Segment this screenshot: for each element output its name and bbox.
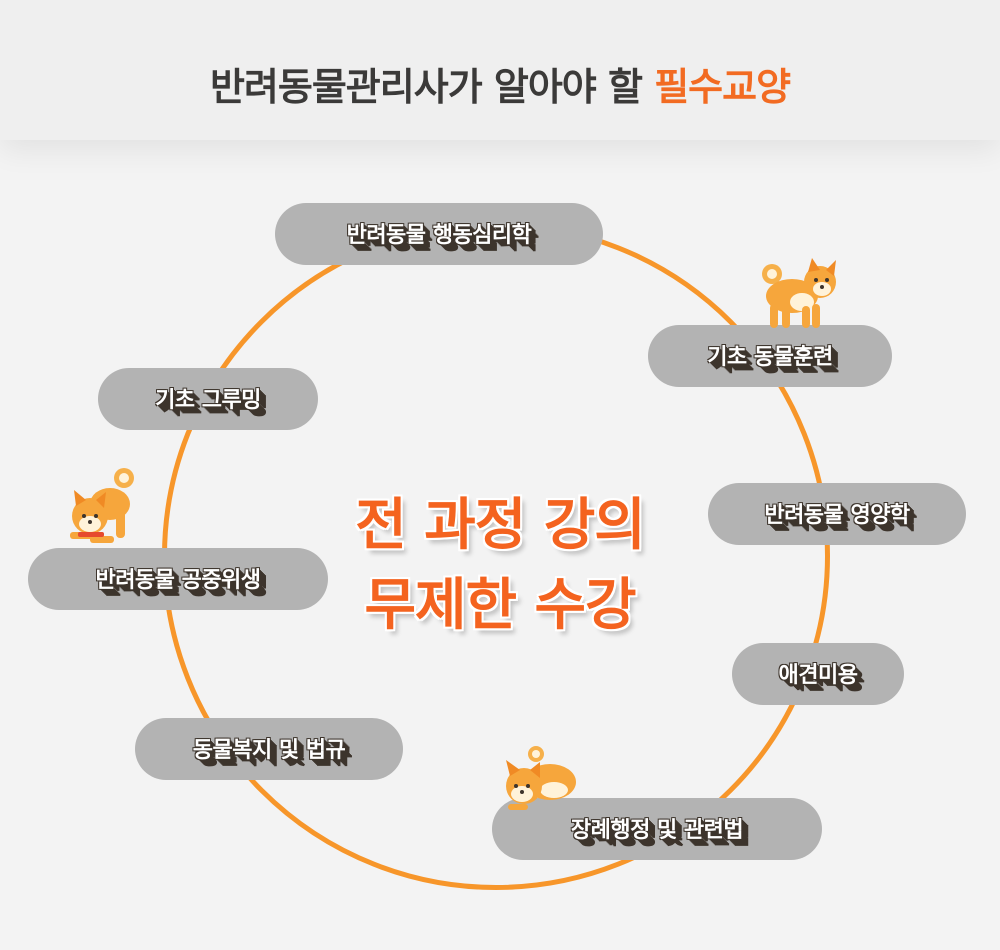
course-label: 장례행정 및 관련법 [570, 818, 744, 843]
course-pill-welfare-law: 동물복지 및 법규 [135, 718, 403, 780]
course-pill-behavior-psychology: 반려동물 행동심리학 [275, 203, 603, 265]
course-pill-dog-grooming: 애견미용 [732, 643, 904, 705]
course-label: 반려동물 영양학 [764, 503, 910, 528]
course-label: 기초 동물훈련 [707, 345, 833, 370]
course-pill-basic-training: 기초 동물훈련 [648, 325, 892, 387]
header-banner: 반려동물관리사가 알아야 할 필수교양 [0, 0, 1000, 140]
center-headline-line2: 무제한 수강 [364, 573, 636, 638]
title-accent: 필수교양 [654, 65, 791, 109]
course-label: 애견미용 [778, 663, 858, 688]
course-label: 반려동물 공중위생 [95, 568, 261, 593]
shiba-dog-lying-icon [506, 746, 576, 810]
page-title: 반려동물관리사가 알아야 할 필수교양 [0, 56, 1000, 111]
course-label: 기초 그루밍 [155, 388, 261, 413]
course-label: 반려동물 행동심리학 [346, 223, 532, 248]
course-label: 동물복지 및 법규 [192, 738, 346, 763]
shiba-dog-stretching-icon [70, 468, 134, 543]
course-pill-funeral-law: 장례행정 및 관련법 [492, 798, 822, 860]
course-pill-basic-grooming: 기초 그루밍 [98, 368, 318, 430]
shiba-dog-standing-icon [762, 258, 836, 328]
course-pill-public-hygiene: 반려동물 공중위생 [28, 548, 328, 610]
center-headline-line1: 전 과정 강의 [355, 493, 646, 558]
course-pill-nutrition: 반려동물 영양학 [708, 483, 966, 545]
title-main: 반려동물관리사가 알아야 할 [209, 65, 655, 109]
